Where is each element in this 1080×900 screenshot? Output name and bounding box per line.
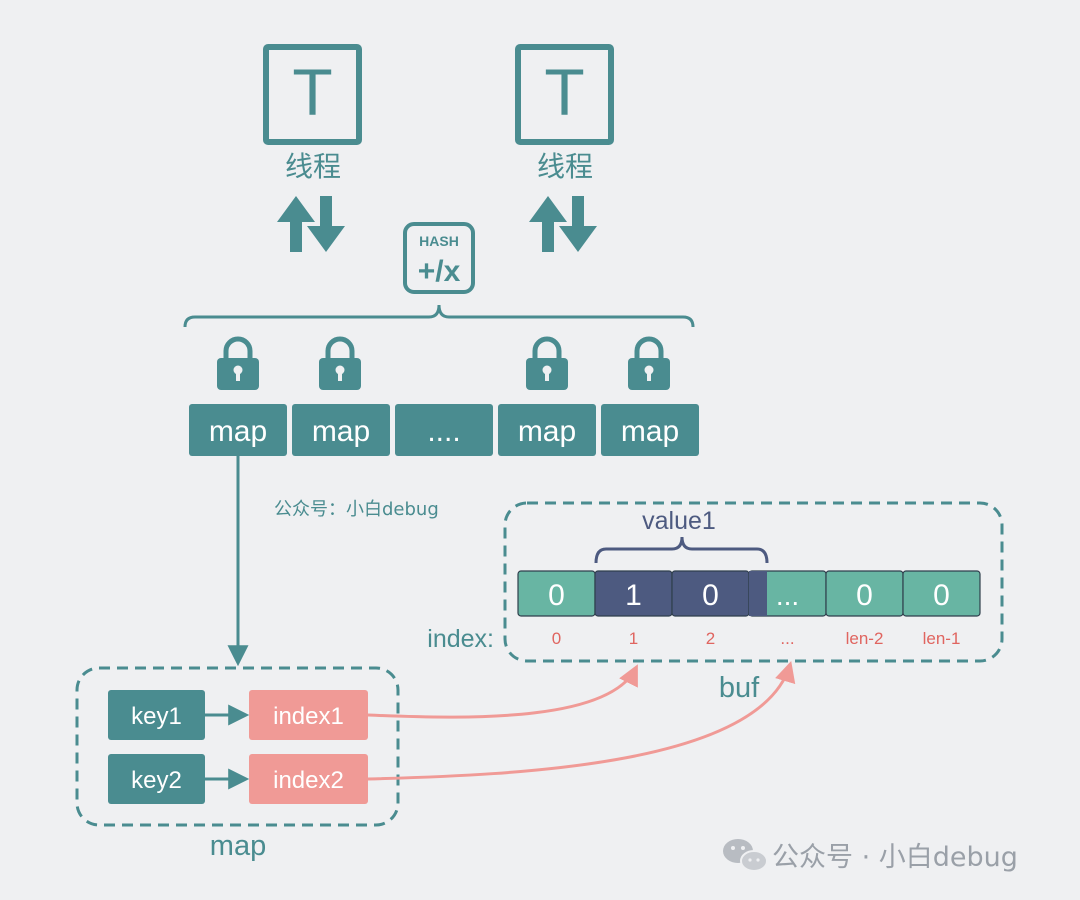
buf-index: ... [780, 629, 794, 648]
map-shard: map [601, 404, 699, 456]
lock-icon [628, 336, 670, 390]
buf-cell: 1 [594, 570, 673, 617]
map-key: key1 [131, 703, 182, 730]
map-shard-ellipsis: .... [395, 404, 493, 456]
bidirectional-arrow-icon [529, 196, 597, 252]
buf-cell-value: 0 [933, 579, 950, 612]
shard-brace [183, 304, 695, 328]
buf-cell-value: 0 [548, 579, 565, 612]
index-label: index: [427, 625, 494, 653]
thread-letter: T [292, 55, 332, 129]
footer-watermark: 公众号 · 小白debug [772, 842, 1018, 873]
value-brace [594, 536, 769, 564]
map-key: key2 [131, 767, 182, 794]
thread-group-2: T 线程 [515, 44, 614, 252]
thread-icon: T [515, 44, 614, 145]
map-detail-title: map [210, 830, 266, 862]
buf-cell: 0 [902, 570, 981, 617]
lock-icon [526, 336, 568, 390]
buf-cell: 0 [671, 570, 750, 617]
buf-cells: 0 1 0 ... 0 0 [517, 570, 981, 617]
buf-cell: 0 [825, 570, 904, 617]
map-shard-label: map [518, 415, 576, 448]
map-shard: map [292, 404, 390, 456]
map-detail-region [75, 666, 400, 827]
index1-to-buf-arrow [367, 664, 638, 719]
thread-letter: T [544, 55, 584, 129]
buf-index: len-1 [923, 629, 961, 648]
hash-label: HASH [419, 233, 459, 249]
map-value: index2 [273, 767, 344, 794]
buf-cell-value: 1 [625, 579, 642, 612]
buf-cell: ... [748, 570, 827, 617]
map-shard-label: .... [427, 415, 460, 448]
hash-ops: +/x [418, 255, 461, 288]
bidirectional-arrow-icon [277, 196, 345, 252]
watermark-small: 公众号：小白debug [274, 499, 439, 520]
value-label: value1 [642, 507, 716, 535]
thread-group-1: T 线程 [263, 44, 362, 252]
buf-cell: 0 [517, 570, 596, 617]
map-shard: map [498, 404, 596, 456]
buf-index: 0 [552, 629, 561, 648]
thread-label: 线程 [537, 150, 593, 183]
hash-calculator-icon: HASH +/x [403, 222, 475, 294]
buf-cell-value: 0 [856, 579, 873, 612]
thread-label: 线程 [285, 150, 341, 183]
buf-region [503, 501, 1004, 663]
lock-icon [319, 336, 361, 390]
thread-icon: T [263, 44, 362, 145]
wechat-icon [723, 839, 768, 872]
buf-index: 2 [706, 629, 715, 648]
index2-to-buf-arrow [367, 660, 796, 781]
buf-index: len-2 [846, 629, 884, 648]
lock-icon [217, 336, 259, 390]
map-shard-label: map [209, 415, 267, 448]
buf-indices: 0 1 2 ... len-2 len-1 [552, 629, 961, 648]
buf-cell-value: ... [776, 580, 799, 611]
map-shard-label: map [621, 415, 679, 448]
buf-title: buf [719, 672, 760, 704]
buf-index: 1 [629, 629, 638, 648]
map-shards: map map .... map map [189, 404, 699, 456]
map-entry: key1 index1 [108, 690, 368, 740]
map-shard: map [189, 404, 287, 456]
buf-cell-value: 0 [702, 579, 719, 612]
map-shard-label: map [312, 415, 370, 448]
map-entry: key2 index2 [108, 754, 368, 804]
map-value: index1 [273, 703, 344, 730]
